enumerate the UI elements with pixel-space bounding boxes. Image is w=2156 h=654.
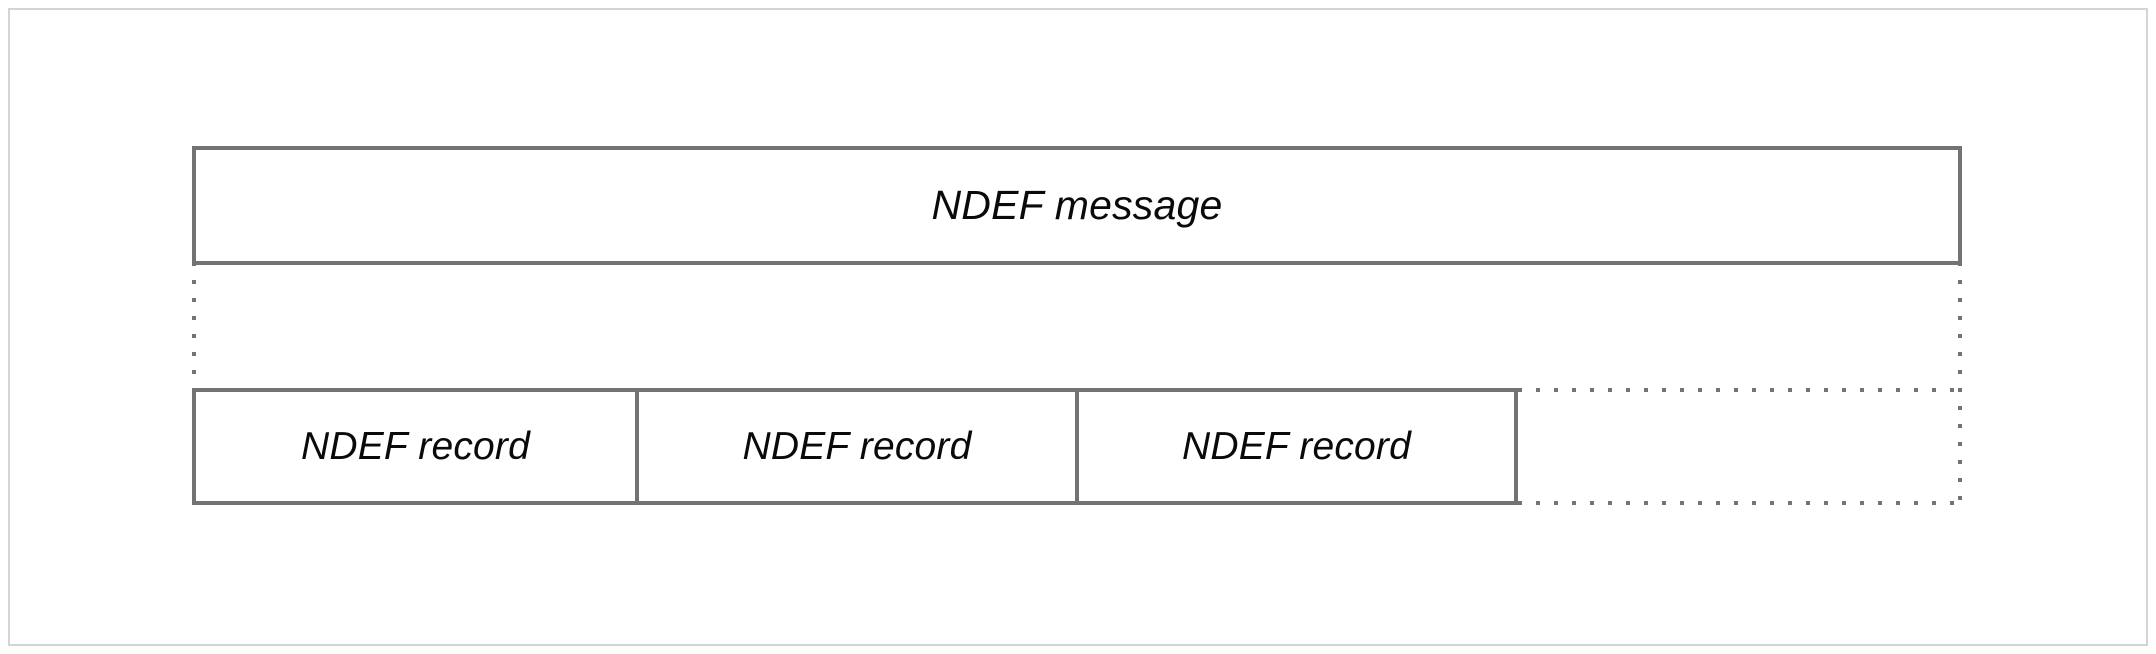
ndef-records-continuation (1518, 388, 1962, 505)
ndef-record-box: NDEF record (192, 388, 639, 505)
continuation-right-edge (1958, 388, 1962, 505)
ndef-record-label: NDEF record (300, 424, 531, 468)
ndef-record-label: NDEF record (1181, 424, 1412, 468)
ndef-message-label: NDEF message (931, 182, 1223, 228)
ndef-message-box: NDEF message (192, 146, 1962, 265)
continuation-top-edge (1518, 388, 1962, 392)
connector-dotted-left (192, 262, 196, 390)
ndef-records-row: NDEF record NDEF record NDEF record (192, 388, 1962, 505)
continuation-bottom-edge (1518, 501, 1962, 505)
connector-dotted-right (1958, 262, 1962, 390)
ndef-record-box: NDEF record (1075, 388, 1518, 505)
ndef-record-box: NDEF record (635, 388, 1079, 505)
ndef-record-label: NDEF record (742, 424, 972, 468)
